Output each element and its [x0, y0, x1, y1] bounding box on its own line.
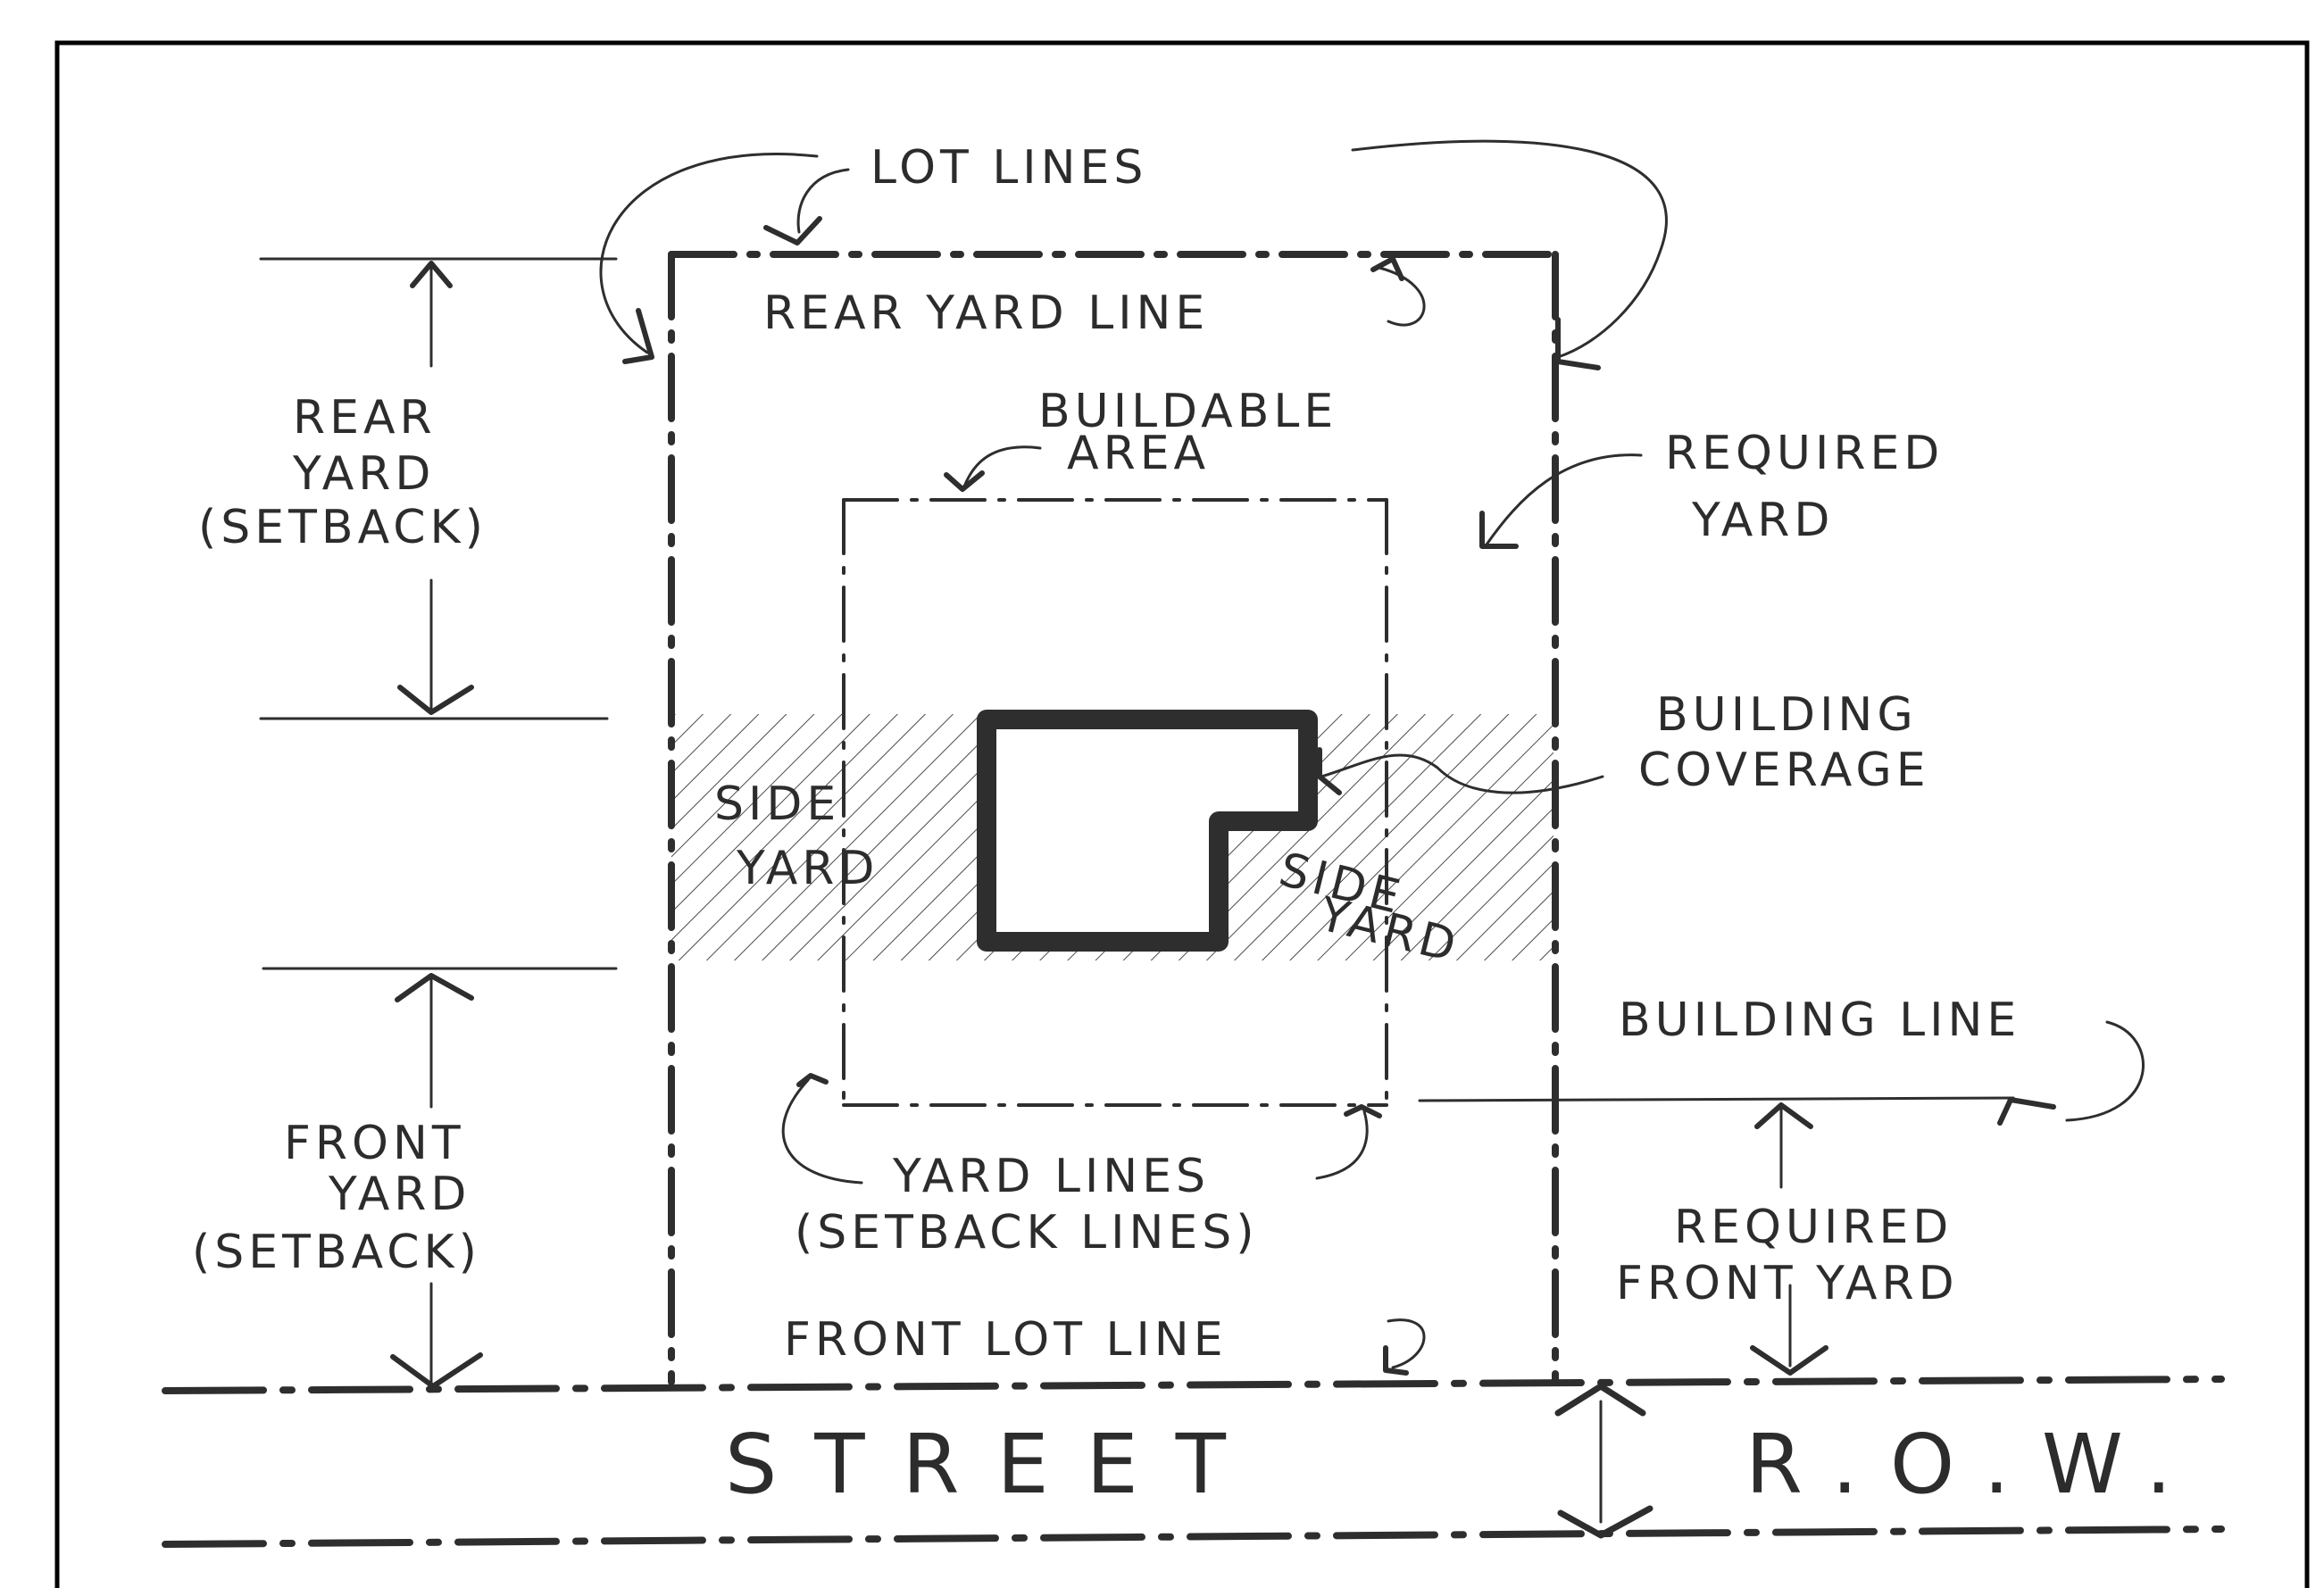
- required-yard-label-2: YARD: [1691, 494, 1834, 547]
- outer-frame: [54, 40, 2310, 1588]
- rear-yard-label-2: YARD: [292, 447, 435, 501]
- leader-arrows: [599, 139, 1668, 1376]
- street-lines: [162, 1376, 2225, 1548]
- side-yard-left-label-1: SIDE: [714, 777, 840, 831]
- lot-boundary: [668, 251, 1559, 1385]
- lot-lines-label: LOT LINES: [870, 141, 1147, 195]
- front-yard-label-1: FRONT: [284, 1117, 465, 1170]
- front-yard-label-3: (SETBACK): [192, 1226, 481, 1279]
- rear-yard-label-3: (SETBACK): [198, 501, 487, 554]
- side-yard-left-label-2: YARD: [736, 842, 879, 895]
- building-line-label: BUILDING LINE: [1619, 994, 2020, 1047]
- buildable-area-label-2: AREA: [1067, 427, 1210, 480]
- building-coverage-label-1: BUILDING: [1656, 688, 1918, 742]
- building-fill: [987, 719, 1308, 942]
- required-front-yard-label-1: REQUIRED: [1674, 1201, 1953, 1254]
- buildable-area-outline: [842, 498, 1388, 1107]
- row-dimension: [1554, 1383, 1653, 1539]
- yard-lines-label-2: (SETBACK LINES): [795, 1206, 1259, 1260]
- building-coverage-label-2: COVERAGE: [1638, 744, 1930, 797]
- rear-yard-label-1: REAR: [293, 391, 437, 445]
- required-yard-label-1: REQUIRED: [1665, 427, 1944, 480]
- front-yard-label-2: YARD: [328, 1168, 471, 1221]
- labels: LOT LINES REAR YARD LINE BUILDABLE AREA …: [192, 141, 2203, 1512]
- rear-yard-dimension: [259, 257, 618, 720]
- yard-lines-label-1: YARD LINES: [892, 1150, 1210, 1203]
- front-lot-line-label: FRONT LOT LINE: [784, 1313, 1228, 1367]
- street-label: STREET: [725, 1417, 1263, 1512]
- rear-yard-line-label: REAR YARD LINE: [763, 287, 1209, 340]
- front-yard-dimension: [262, 967, 618, 1389]
- building-line: [1418, 1020, 2145, 1376]
- building-footprint: [977, 710, 1318, 952]
- required-front-yard-label-2: FRONT YARD: [1616, 1257, 1959, 1310]
- buildable-area-label-1: BUILDABLE: [1038, 385, 1337, 438]
- row-label: R.O.W.: [1745, 1417, 2203, 1512]
